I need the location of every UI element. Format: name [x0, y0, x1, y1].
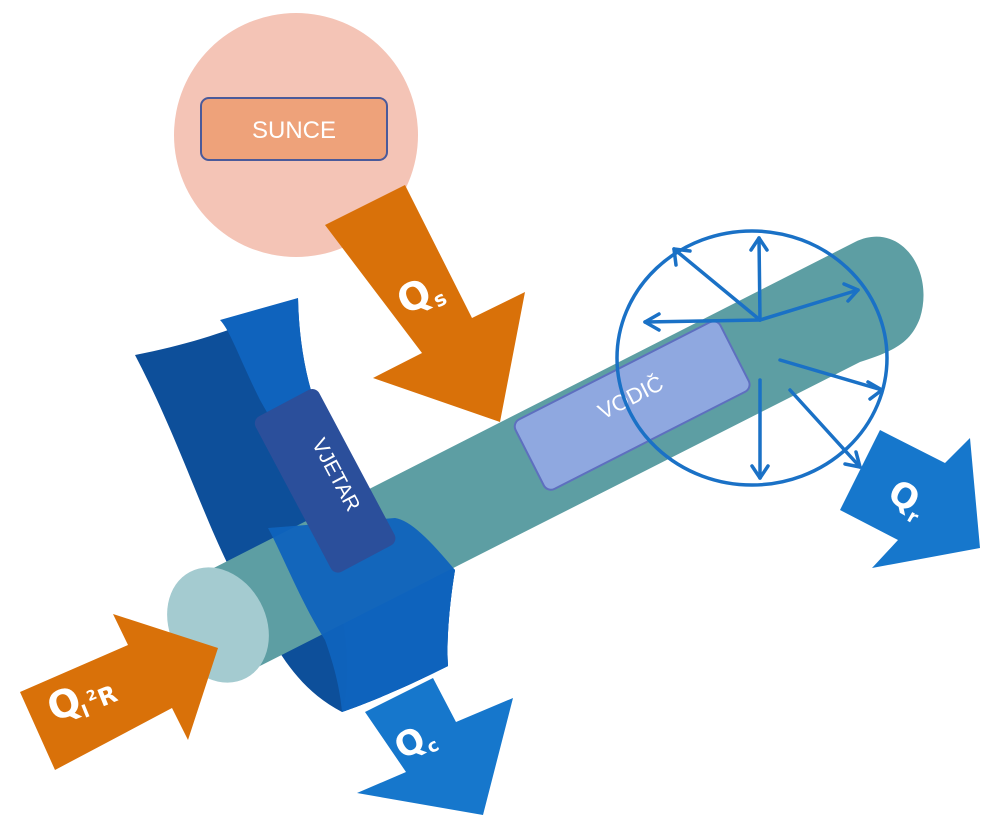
radiation-arrow-3 — [758, 288, 860, 322]
radiative-arrow-shape — [840, 430, 980, 568]
solar-arrow-shape — [325, 185, 525, 422]
radiation-emitter — [615, 229, 889, 487]
radiation-arrow-7 — [788, 388, 862, 469]
wind-label-box — [254, 389, 396, 573]
wind-front: VJETAR — [254, 389, 455, 712]
solar-arrow: Q s — [325, 185, 525, 422]
radiation-circle — [615, 229, 889, 487]
convection-arrow-shape — [357, 678, 513, 815]
sun: SUNCE — [174, 13, 418, 257]
wind-front-strip — [268, 518, 455, 712]
sun-label: SUNCE — [252, 117, 336, 144]
sun-label-box — [200, 97, 388, 161]
radiative-arrow: Q r — [840, 430, 980, 568]
radiation-arrow-5 — [778, 358, 884, 392]
radiation-arrow-2 — [757, 236, 762, 322]
joule-arrow: Q I 2 R — [20, 614, 218, 770]
radiation-arrow-4 — [643, 318, 762, 324]
convection-arrow: Q c — [357, 678, 513, 815]
joule-arrow-shape — [20, 614, 218, 770]
radiation-arrow-1 — [672, 247, 762, 322]
